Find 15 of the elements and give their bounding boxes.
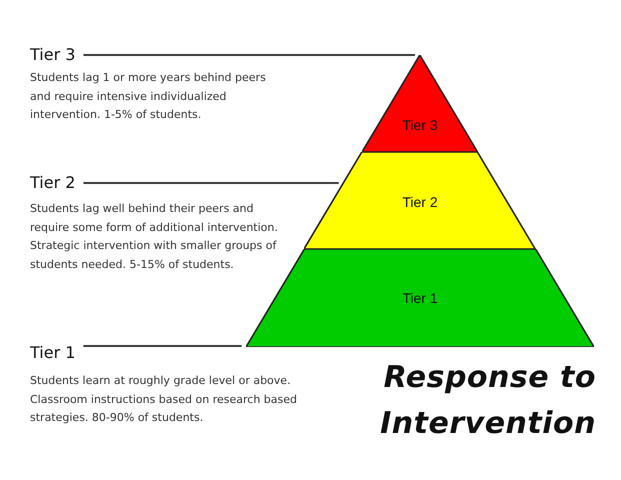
tier-label: Tier 3 [402, 116, 438, 133]
tier-heading: Tier 1 [30, 344, 76, 362]
pyramid-middle-band [304, 152, 536, 249]
tier-heading: Tier 3 [30, 46, 76, 64]
tier-label: Tier 1 [402, 290, 438, 306]
tier-description: Students lag 1 or more years behind peers and require intensive individualized intervention. 1-5% of students. [30, 70, 267, 123]
tier-heading: Tier 2 [30, 174, 76, 192]
leader-line [83, 345, 242, 347]
tier-description: Students learn at roughly grade level or above. Classroom instructions based on research based strategies. 80-90% of students. [30, 373, 298, 426]
tier-description: Students lag well behind their peers and require some form of additional intervention. Strategic intervention with smaller groups of students needed. 5-15% of students. [30, 201, 279, 272]
leader-line [83, 54, 415, 56]
tier-label: Tier 2 [402, 194, 438, 210]
pyramid-top-triangle [362, 55, 478, 152]
leader-line [83, 182, 339, 184]
title: Response to Intervention [379, 359, 596, 443]
